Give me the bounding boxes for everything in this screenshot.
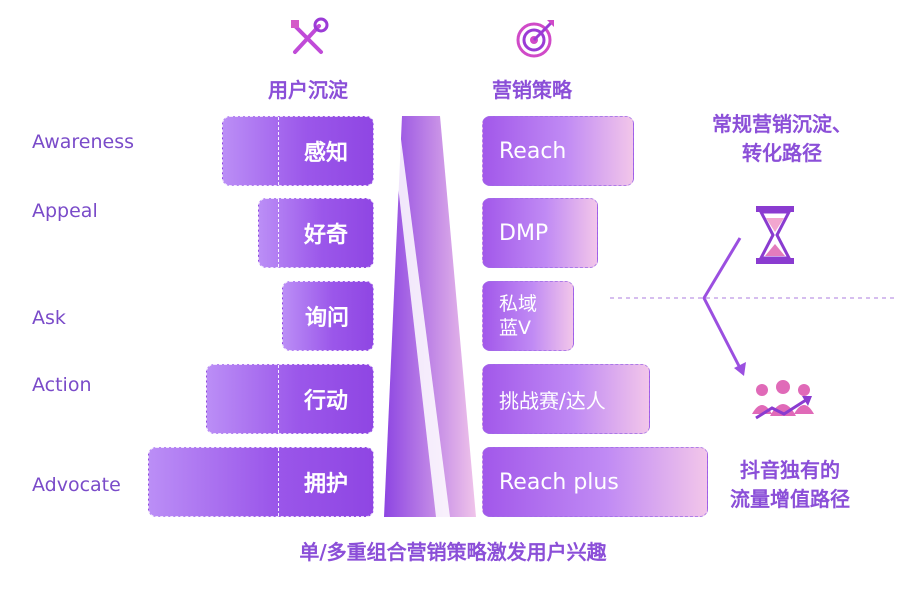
strategy-line: 私域 [499, 293, 538, 315]
stage-label: Advocate [32, 474, 121, 496]
strategy-box: Reach [482, 116, 634, 186]
douyin-path-text: 抖音独有的 流量增值路径 [700, 456, 880, 514]
strategy-box: DMP [482, 198, 598, 268]
user-stage-label: 行动 [278, 365, 373, 433]
path-arrow [610, 237, 896, 376]
stage-label: Appeal [32, 200, 98, 222]
center-wedge [384, 116, 476, 517]
user-stage-label: 好奇 [278, 199, 373, 267]
stage-label: Ask [32, 307, 66, 329]
strategy-line: 蓝V [499, 317, 531, 339]
stage-label: Awareness [32, 131, 135, 153]
user-stage-label: 感知 [278, 117, 373, 185]
target-icon [516, 20, 554, 58]
tools-icon [291, 17, 329, 54]
user-stage-label: 拥护 [278, 448, 373, 516]
user-stage-box: 拥护 [148, 447, 374, 517]
user-stage-label: 询问 [304, 306, 349, 331]
regular-path-line: 转化路径 [742, 141, 822, 165]
user-header: 用户沉淀 [268, 78, 348, 102]
user-stage-box: 好奇 [258, 198, 374, 268]
user-stage-box: 询问 [282, 281, 374, 351]
hourglass-icon [756, 206, 794, 264]
user-stage-box: 行动 [206, 364, 374, 434]
strategy-box: 私域 蓝V [482, 281, 574, 351]
user-stage-box: 感知 [222, 116, 374, 186]
regular-path-line: 常规营销沉淀、 [712, 112, 852, 136]
strategy-box: Reach plus [482, 447, 708, 517]
marketing-header: 营销策略 [492, 78, 572, 102]
douyin-path-line: 抖音独有的 [740, 458, 840, 482]
crowd-icon [752, 380, 814, 420]
strategy-box: 挑战赛/达人 [482, 364, 650, 434]
bottom-caption: 单/多重组合营销策略激发用户兴趣 [299, 540, 607, 564]
stage-label: Action [32, 374, 92, 396]
regular-path-text: 常规营销沉淀、 转化路径 [682, 110, 882, 168]
douyin-path-line: 流量增值路径 [730, 487, 850, 511]
